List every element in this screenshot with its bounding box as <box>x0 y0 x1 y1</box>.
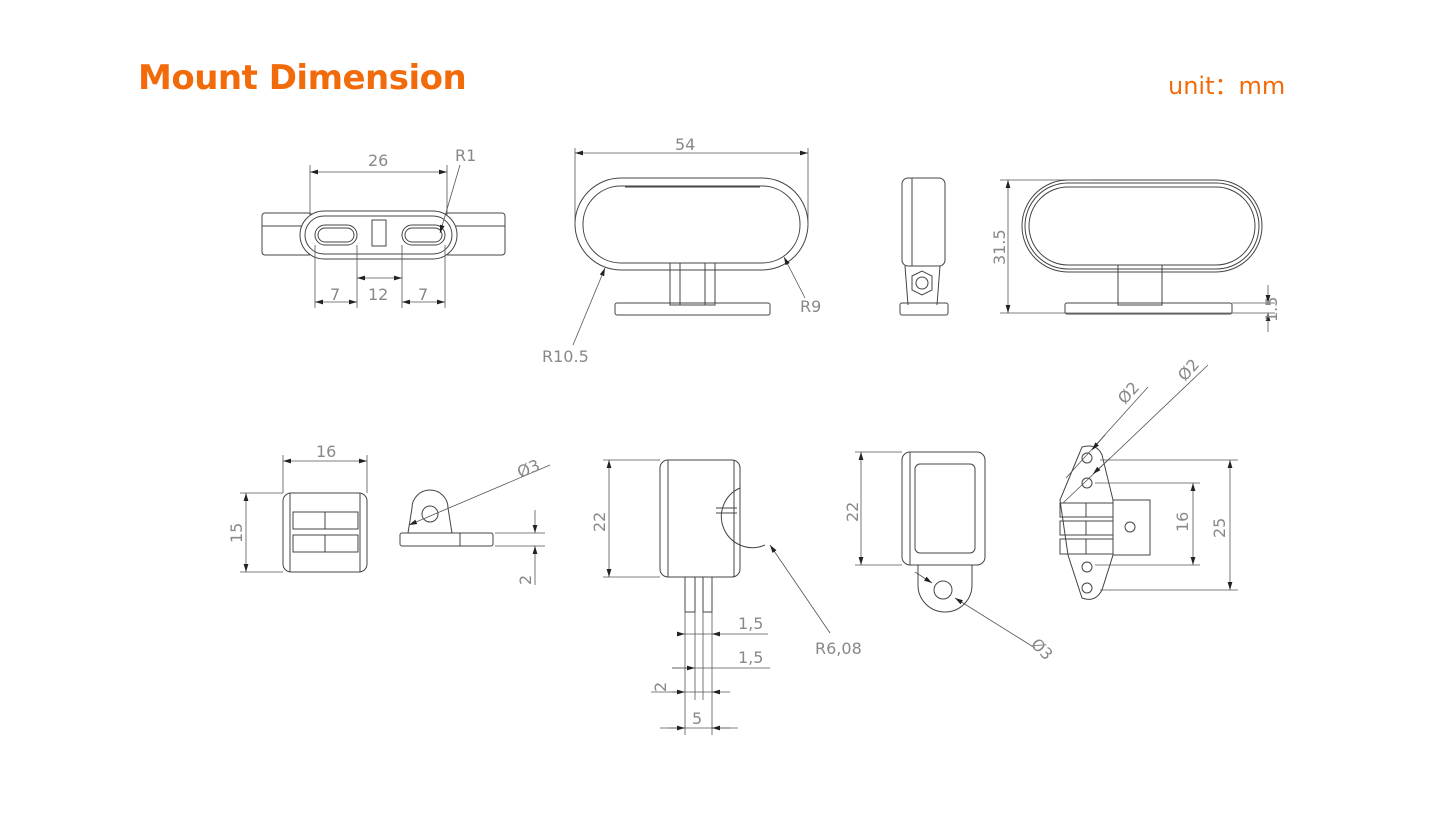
dim-inner-radius: R9 <box>800 297 821 316</box>
front-view: 54 R10.5 R9 <box>542 135 821 366</box>
page-title: Mount Dimension <box>138 58 467 98</box>
dim-small-hole-b: Ø2 <box>1174 355 1203 385</box>
dim-slot-right: 7 <box>418 285 428 304</box>
dim-body-height: 22 <box>590 512 609 532</box>
dim-side-height: 22 <box>843 502 862 522</box>
body-pin-view: 22 R6,08 1,5 1,5 2 5 <box>590 459 862 735</box>
dim-front-width: 54 <box>675 135 695 154</box>
dim-pin-gap: 2 <box>651 682 670 692</box>
dim-plate-thickness: 2 <box>516 575 535 585</box>
dim-top-width: 26 <box>368 151 388 170</box>
dim-top-radius: R1 <box>455 146 476 165</box>
dim-hole-spacing-inner: 16 <box>1173 512 1192 532</box>
dim-pin-width-a: 1,5 <box>738 614 763 633</box>
dim-arc-radius: R6,08 <box>815 639 862 658</box>
bottom-plate-view: Ø2 Ø2 16 25 <box>1059 355 1238 600</box>
side-view <box>899 177 949 316</box>
dim-outer-radius: R10.5 <box>542 347 589 366</box>
clip-side-view: Ø3 2 <box>399 456 551 585</box>
body-tab-view: 22 Ø3 <box>843 451 1057 664</box>
unit-label: unit：mm <box>1168 72 1286 100</box>
rear-view: 31.5 1.5 <box>990 179 1281 332</box>
top-view: 26 R1 7 12 7 <box>261 146 506 308</box>
dim-slot-gap: 12 <box>368 285 388 304</box>
dim-small-hole-a: Ø2 <box>1114 378 1143 408</box>
dim-hole-dia: Ø3 <box>514 456 542 482</box>
dim-hole-spacing-outer: 25 <box>1210 518 1229 538</box>
clip-front-view: 16 15 <box>227 442 368 573</box>
dim-height-total: 31.5 <box>990 229 1009 265</box>
dim-pin-width-b: 1,5 <box>738 648 763 667</box>
dim-tab-hole-dia: Ø3 <box>1027 634 1057 664</box>
dim-base-thickness: 1.5 <box>1262 297 1281 322</box>
dim-pin-span: 5 <box>692 709 702 728</box>
dim-clip-height: 15 <box>227 523 246 543</box>
dim-slot-left: 7 <box>330 285 340 304</box>
dim-clip-width: 16 <box>316 442 336 461</box>
